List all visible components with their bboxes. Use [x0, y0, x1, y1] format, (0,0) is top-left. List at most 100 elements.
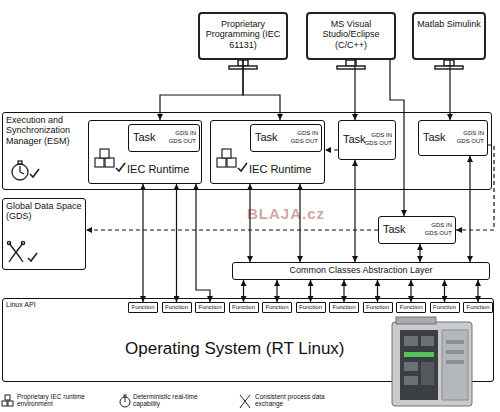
node-text: Function: [263, 304, 291, 311]
controller-side: [442, 330, 468, 400]
connector-arrow: [354, 160, 355, 262]
function-box: Function: [430, 302, 460, 313]
task-box: TaskGDS INGDS OUT: [128, 124, 200, 152]
node-text: Matlab Simulink: [417, 19, 481, 29]
tool-monitor: Proprietary Programming (IEC 61131): [198, 12, 288, 60]
function-box: Function: [463, 302, 493, 313]
legend-text: Proprietary IEC runtime environment: [17, 393, 85, 408]
exchange-arc: [240, 395, 250, 408]
controller-photo: [392, 317, 472, 406]
stopwatch-hand: [20, 172, 24, 174]
node-text: GDS OUT: [457, 138, 484, 145]
node-text: Global Data Space (GDS): [6, 201, 82, 222]
stopwatch-icon: [12, 161, 39, 180]
data-flow-arrow: [86, 229, 378, 230]
connector-arrow: [310, 280, 311, 302]
node-text: Function: [230, 304, 258, 311]
connector-arrow: [299, 184, 300, 262]
node-text: GDS OUT: [425, 230, 452, 237]
connector-arrow: [343, 280, 344, 302]
node-text: Function: [196, 304, 224, 311]
block: [5, 395, 10, 400]
iec-runtime-box: IEC RuntimeTaskGDS INGDS OUT: [88, 120, 202, 184]
node-text: GDS IN: [297, 130, 318, 137]
controller-vent: [446, 360, 464, 364]
connector-arrow: [243, 280, 244, 302]
node-text: Function: [464, 304, 492, 311]
stopwatch-hand: [19, 166, 20, 172]
stopwatch-face: [120, 397, 130, 407]
node-text: Function: [431, 304, 459, 311]
connector-arrow: [142, 184, 143, 302]
block: [217, 158, 226, 167]
tool-monitor: MS Visual Studio/Eclipse (C/C++): [306, 12, 396, 60]
stopwatch-knob: [124, 395, 126, 397]
monitor-base: [337, 66, 365, 69]
stopwatch-face: [12, 164, 28, 180]
block: [2, 401, 7, 406]
function-box: Function: [229, 302, 259, 313]
block: [105, 158, 114, 167]
node-text: GDS IN: [431, 222, 452, 229]
connector-arrow: [176, 184, 177, 302]
monitor-stand: [229, 60, 463, 69]
node-text: Function: [163, 304, 191, 311]
watermark: BLAJA.cz: [247, 205, 325, 222]
connector-arrow: [160, 60, 243, 120]
function-box: Function: [162, 302, 192, 313]
node-text: IEC Runtime: [249, 163, 311, 176]
data-flow-arrow: [325, 149, 338, 150]
block: [227, 158, 236, 167]
connector-arrow: [243, 60, 280, 120]
block: [95, 158, 104, 167]
exchange-dot: [21, 241, 24, 244]
connector-arrow: [449, 60, 450, 120]
controller-stripe: [404, 352, 434, 357]
monitor-base: [435, 66, 463, 69]
node-text: IEC Runtime: [127, 163, 189, 176]
abstraction-layer: Common Classes Abstraction Layer: [232, 262, 490, 280]
node-text: Task: [423, 131, 446, 144]
connector-arrow: [410, 280, 411, 302]
node-text: Task: [343, 133, 366, 146]
node-text: Function: [129, 304, 157, 311]
node-text: Task: [133, 131, 156, 144]
tool-monitor: Matlab Simulink: [412, 12, 486, 60]
connector-arrow: [354, 60, 355, 120]
legend-text: Consistent process data exchange: [255, 393, 327, 408]
controller-port: [421, 336, 434, 346]
check-mark: [28, 253, 37, 261]
iec-runtime-box: IEC RuntimeTaskGDS INGDS OUT: [210, 120, 325, 184]
controller-port: [404, 336, 418, 346]
monitor-neck: [444, 60, 454, 66]
node-text: Execution and Synchronization Manager (E…: [6, 115, 86, 146]
connector-arrow: [477, 280, 478, 302]
controller-port: [404, 376, 418, 385]
exchange-dot: [7, 241, 10, 244]
block: [222, 149, 231, 158]
controller-front: [400, 330, 438, 400]
function-box: Function: [262, 302, 292, 313]
function-box: Function: [329, 302, 359, 313]
function-box: Function: [363, 302, 393, 313]
connector-arrow: [276, 280, 277, 302]
node-text: Common Classes Abstraction Layer: [233, 265, 489, 275]
node-text: Function: [330, 304, 358, 311]
node-text: GDS IN: [371, 132, 392, 139]
controller-top: [396, 317, 436, 324]
function-box: Function: [128, 302, 158, 313]
node-text: Operating System (RT Linux): [125, 339, 345, 359]
task-box: Task GDS INGDS OUT: [418, 120, 488, 156]
check-mark: [116, 163, 125, 171]
controller-housing: [392, 322, 472, 406]
node-text: Task: [255, 131, 278, 144]
node-text: GDS IN: [463, 130, 484, 137]
connector-arrow: [377, 280, 378, 302]
node-text: GDS OUT: [365, 140, 392, 147]
node-text: GDS IN: [175, 130, 196, 137]
stopwatch-knob: [18, 161, 22, 164]
node-text: Function: [364, 304, 392, 311]
node-text: MS Visual Studio/Eclipse (C/C++): [311, 19, 391, 50]
controller-port: [421, 362, 434, 385]
